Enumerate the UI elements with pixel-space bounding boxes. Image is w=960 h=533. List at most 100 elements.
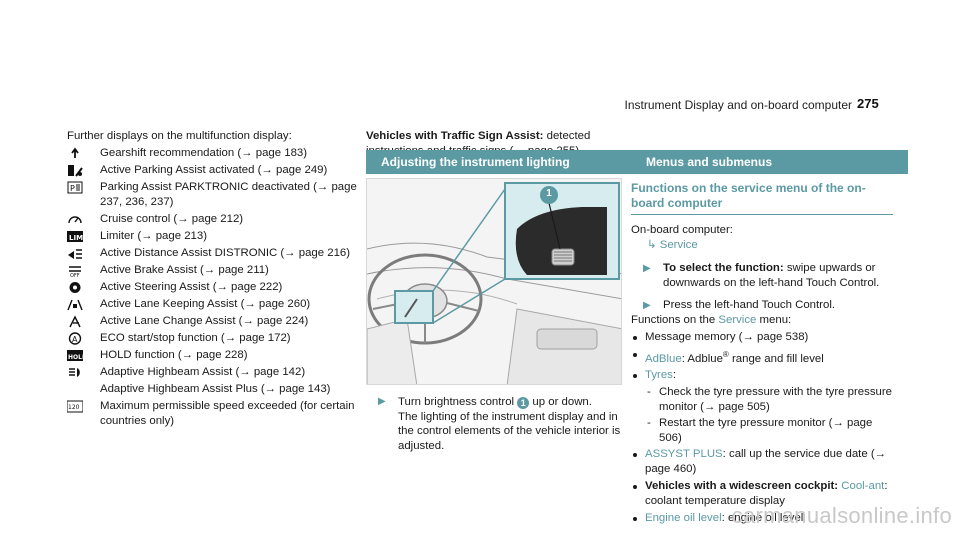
list-item: LIM Limiter (→ page 213) [67,229,357,244]
steering-assist-icon [67,281,83,294]
list-item: A ECO start/stop function (→ page 172) [67,331,357,346]
max-speed-exceeded-icon: 120 [67,400,83,413]
instruction-step: ▶ Turn brightness control 1 up or down. … [366,395,622,453]
registered-mark: ® [722,349,729,359]
service-menu-heading: Functions on the service menu of the on-… [631,181,893,215]
list-item-message-memory: Message memory (→ page 538) [631,330,893,345]
list-item-text: Gearshift recommendation (→ page 183) [100,147,308,159]
functions-pre: Functions on the [631,313,719,326]
callout-1-label: 1 [546,188,552,199]
step-press-touch-control: ▶ Press the left-hand Touch Control. [631,298,893,313]
step-press-text: Press the left-hand Touch Control. [663,299,836,311]
coolant-text: : coolant temperature display [645,480,888,508]
assyst-plus-text: : call up the service due date (→ page 4… [645,448,887,476]
section-bar-instrument-lighting: Adjusting the instrument lighting [366,150,637,174]
list-item: Active Distance Assist DISTRONIC (→ page… [67,246,357,261]
list-item: Adaptive Highbeam Assist Plus (→ page 14… [67,382,357,397]
step-arrow-icon: ▶ [643,263,651,274]
list-item-text: Parking Assist PARKTRONIC deactivated (→… [100,181,357,208]
menu-path: ↳ Service [631,238,893,253]
list-item-adblue: AdBlue: Adblue® range and fill level [631,347,893,367]
step-select-function: ▶ To select the function: swipe upwards … [631,261,893,290]
restart-monitor-text: Restart the tyre pressure monitor (→ pag… [659,417,873,444]
adblue-rest: range and fill level [728,352,824,365]
sub-item-restart-monitor: -Restart the tyre pressure monitor (→ pa… [647,417,873,444]
active-parking-assist-icon [67,164,83,177]
list-item-text: Adaptive Highbeam Assist (→ page 142) [100,366,306,378]
message-memory-text: Message memory (→ page 538) [645,330,809,343]
engine-oil-link: Engine oil level [645,512,722,525]
menu-path-service: Service [659,239,698,251]
svg-text:120: 120 [68,404,80,411]
list-item-text: Active Lane Change Assist (→ page 224) [100,315,309,327]
list-item-assyst-plus: ASSYST PLUS: call up the service due dat… [631,447,893,477]
onboard-label: On-board computer: [631,224,733,236]
list-item-engine-oil: Engine oil level: engine oil level [631,511,893,526]
traffic-sign-label: Vehicles with Traffic Sign Assist: [366,130,544,142]
svg-text:HOLD: HOLD [68,354,83,361]
step-select-label: To select the function: [663,262,784,274]
list-item: Active Lane Change Assist (→ page 224) [67,314,357,329]
step-arrow-icon: ▶ [643,300,651,311]
adblue-link: AdBlue [645,352,682,365]
running-header: Instrument Display and on-board computer [624,98,852,112]
svg-text:P: P [70,184,75,193]
list-item-text: Active Steering Assist (→ page 222) [100,281,283,293]
list-item: Active Steering Assist (→ page 222) [67,280,357,295]
list-item-text: Active Parking Assist activated (→ page … [100,164,328,176]
step-text-2: up or down. [529,396,592,408]
parktronic-off-icon: P [67,181,83,194]
eco-start-stop-icon: A [67,332,83,345]
limiter-icon: LIM [67,230,83,243]
coolant-link: Cool-ant [841,480,885,493]
lane-change-assist-icon [67,315,83,328]
list-item-text: Adaptive Highbeam Assist Plus (→ page 14… [100,383,331,395]
cruise-control-icon [67,213,83,226]
assyst-plus-link: ASSYST PLUS [645,448,723,461]
list-item-text: Maximum permissible speed exceeded (for … [100,400,355,427]
step-text-1: Turn brightness control [398,396,518,408]
step-select-text: swipe upwards or downwards on the left-h… [663,262,880,289]
list-item-tyres: Tyres: [631,368,893,383]
list-item: Adaptive Highbeam Assist (→ page 142) [67,365,357,380]
list-item-text: Cruise control (→ page 212) [100,213,244,225]
svg-text:LIM: LIM [69,234,83,242]
cockpit-illustration: 1 [366,178,622,385]
list-item: P Parking Assist PARKTRONIC deactivated (… [67,180,357,210]
brake-assist-off-icon: OFF [67,264,83,277]
submenu-arrow-icon: ↳ [647,239,657,251]
list-item-text: Limiter (→ page 213) [100,230,207,242]
list-item: OFF Active Brake Assist (→ page 211) [67,263,357,278]
svg-text:A: A [72,335,78,344]
list-item: HOLD HOLD function (→ page 228) [67,348,357,363]
list-item: Active Parking Assist activated (→ page … [67,163,357,178]
svg-text:OFF: OFF [70,273,80,277]
tyres-link: Tyres [645,369,673,382]
cockpit-drawing [367,179,621,384]
list-item-text: HOLD function (→ page 228) [100,349,248,361]
list-item-coolant: Vehicles with a widescreen cockpit: Cool… [631,479,893,509]
widescreen-label: Vehicles with a widescreen cockpit: [645,480,839,493]
functions-post: menu: [756,313,792,326]
list-item-text: Active Brake Assist (→ page 211) [100,264,269,276]
page-number: 275 [857,96,879,111]
functions-intro: Functions on the Service menu: [631,313,893,328]
list-item-text: ECO start/stop function (→ page 172) [100,332,291,344]
sub-item-check-tyre-pressure: -Check the tyre pressure with the tyre p… [647,386,892,413]
adblue-text: : Adblue [681,352,723,365]
list-item: Cruise control (→ page 212) [67,212,357,227]
intro-text: Further displays on the multifunction di… [67,130,292,142]
engine-oil-text: : engine oil level [721,512,804,525]
gearshift-recommendation-icon [67,147,83,160]
no-icon [67,383,83,396]
list-item: 120 Maximum permissible speed exceeded (f… [67,399,357,429]
lane-keeping-assist-icon [67,298,83,311]
functions-service-link: Service [718,313,757,326]
list-item: Gearshift recommendation (→ page 183) [67,146,357,161]
step-arrow-icon: ▶ [378,396,386,407]
hold-icon: HOLD [67,349,83,362]
callout-1-marker: 1 [517,397,530,409]
tyres-colon: : [672,369,677,382]
section-bar-menus: Menus and submenus [631,150,908,174]
highbeam-assist-icon [67,366,83,379]
